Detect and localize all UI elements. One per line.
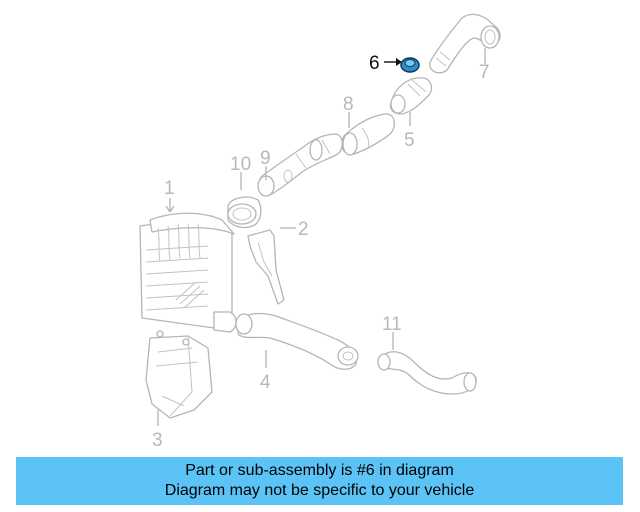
callout-10: 10 [230,154,251,175]
callout-4: 4 [260,372,271,393]
callout-9: 9 [260,148,271,169]
part-6-clamp [400,57,420,73]
callout-labels: 1 2 3 4 5 6 7 8 9 10 11 [152,53,490,450]
parts-diagram: 1 2 3 4 5 6 7 8 9 10 11 [139,13,501,450]
part-5-connector [389,77,433,115]
leader-lines [157,48,486,426]
banner-line-1: Part or sub-assembly is #6 in diagram [185,462,454,479]
callout-1: 1 [164,178,175,199]
part-10-coupling [227,196,262,229]
part-2-bracket [247,229,285,305]
part-9-duct [257,133,343,197]
part-8-hose [340,113,395,156]
callout-2: 2 [298,219,309,240]
part-1-intercooler [139,212,237,333]
callout-5: 5 [404,130,415,151]
callout-8: 8 [343,94,354,115]
callout-11: 11 [382,314,402,335]
part-11-hose [377,351,477,395]
part-7-upper-hose [429,13,501,74]
callout-3: 3 [152,430,163,450]
callout-7: 7 [479,62,490,83]
banner-line-2: Diagram may not be specific to your vehi… [164,482,475,499]
part-4-pipe [235,312,359,370]
callout-6: 6 [369,53,380,74]
info-banner: Part or sub-assembly is #6 in diagram Di… [16,457,623,505]
part-3-air-duct [145,330,213,419]
